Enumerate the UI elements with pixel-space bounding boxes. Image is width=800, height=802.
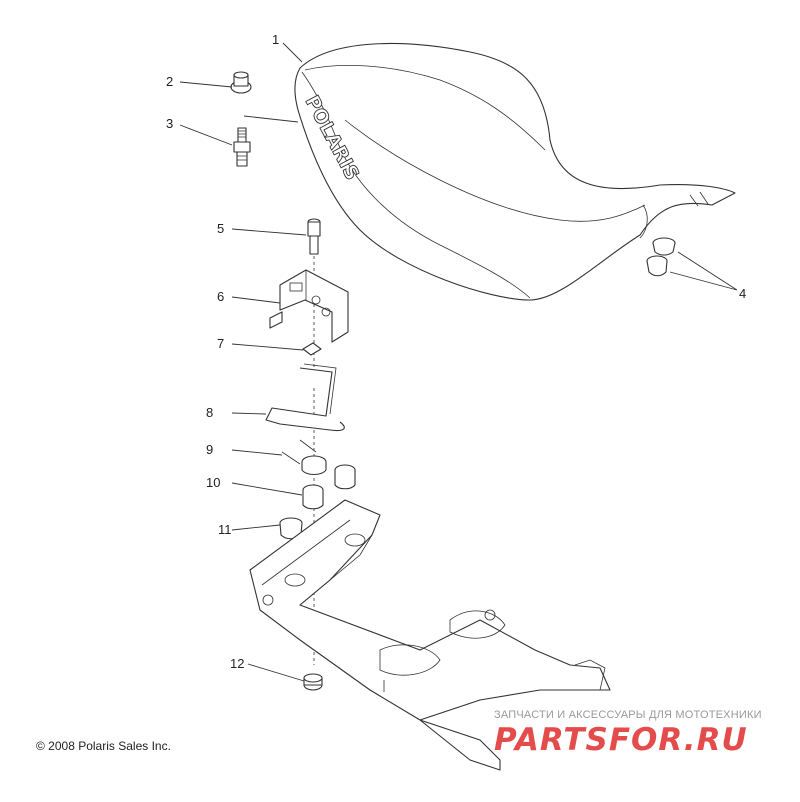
callout-10: 10 xyxy=(206,475,220,490)
latch-rod-8 xyxy=(265,363,345,432)
callout-8: 8 xyxy=(206,405,213,420)
leader-lines xyxy=(179,42,738,682)
nut-2 xyxy=(230,71,252,94)
callout-4: 4 xyxy=(739,286,746,301)
callout-11: 11 xyxy=(218,522,232,537)
bushing-10 xyxy=(302,464,356,510)
callout-5: 5 xyxy=(217,221,224,236)
watermark-logo: PARTSFOR.RU xyxy=(494,722,748,758)
bracket-6 xyxy=(269,269,349,343)
callout-1: 1 xyxy=(272,32,279,47)
nut-12 xyxy=(303,673,323,691)
callout-7: 7 xyxy=(217,336,224,351)
callout-3: 3 xyxy=(166,116,173,131)
seat: POLARIS xyxy=(294,43,736,301)
callout-12: 12 xyxy=(230,656,244,671)
callout-2: 2 xyxy=(166,74,173,89)
watermark-tagline: ЗАПЧАСТИ И АКСЕССУАРЫ ДЛЯ МОТОТЕХНИКИ xyxy=(494,709,762,721)
seat-frame xyxy=(249,499,611,771)
clip-7 xyxy=(302,342,322,356)
callout-6: 6 xyxy=(217,289,224,304)
copyright-text: © 2008 Polaris Sales Inc. xyxy=(36,739,171,753)
grommets-4 xyxy=(646,237,676,277)
callout-numbers: 1 2 3 4 5 6 7 8 9 10 11 12 xyxy=(166,32,746,671)
grommet-11 xyxy=(279,517,303,540)
spring-pin-9 xyxy=(281,439,327,476)
stud-3 xyxy=(233,127,251,167)
callout-9: 9 xyxy=(206,442,213,457)
